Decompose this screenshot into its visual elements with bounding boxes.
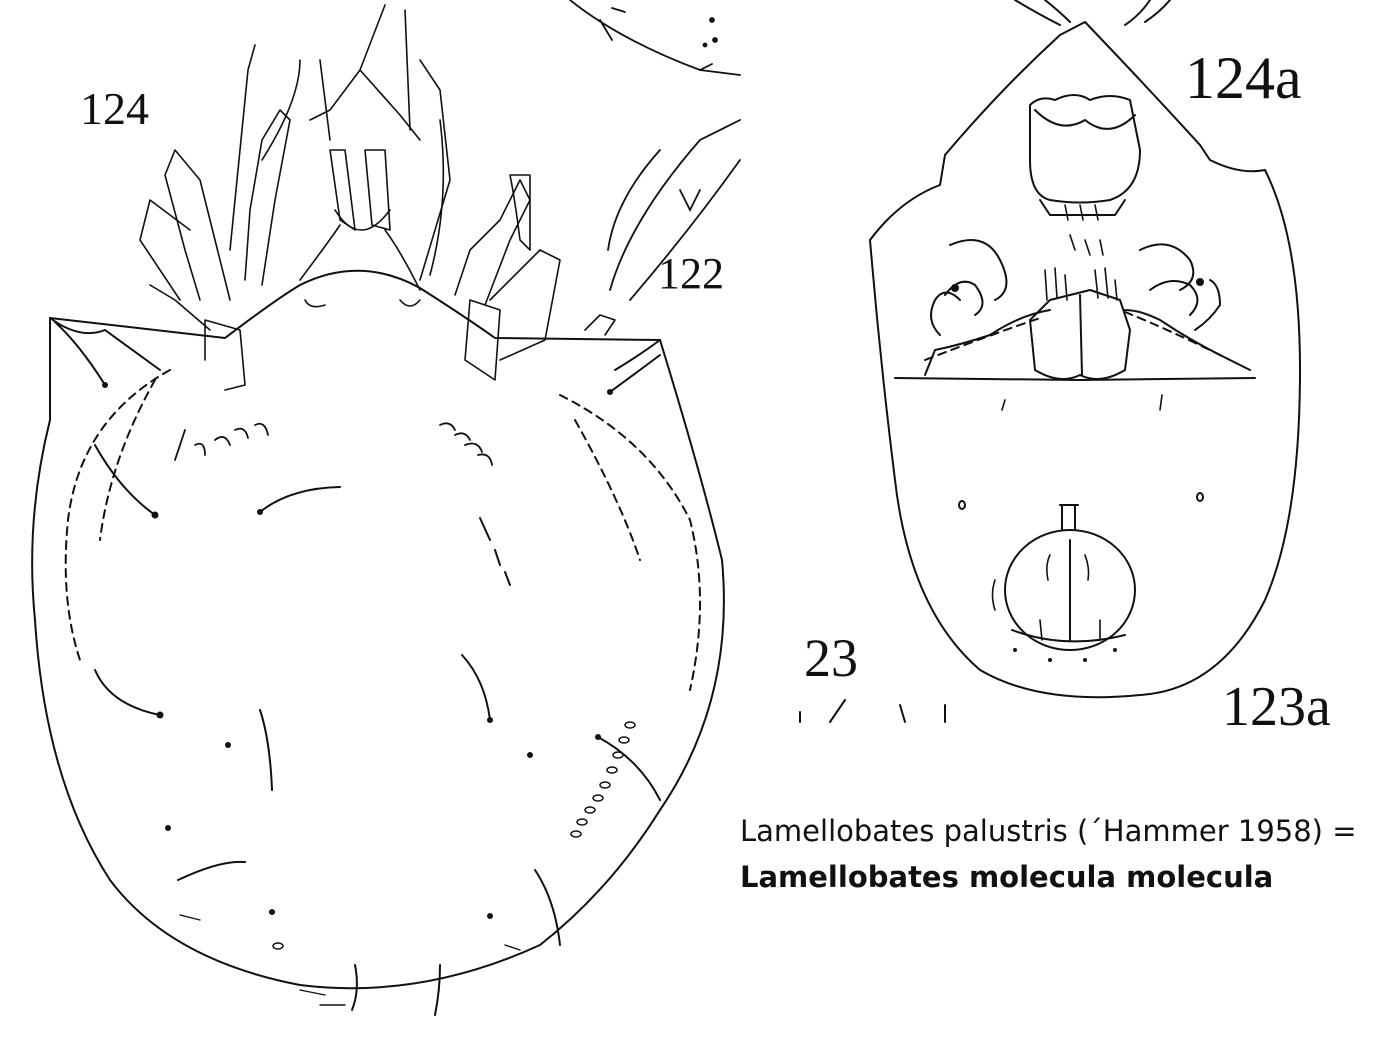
fragment-23-drawing — [799, 699, 946, 723]
right-porose-area — [439, 422, 493, 466]
genital-plate — [1029, 289, 1131, 380]
ventral-view-drawing — [799, 0, 1301, 723]
figure-label-23: 23 — [804, 628, 858, 688]
porose-chain — [272, 721, 636, 950]
right-dashed-contour — [559, 394, 701, 691]
ventral-dots — [1013, 648, 1117, 662]
figure-label-122: 122 — [658, 249, 724, 298]
ventral-dashed-line — [924, 317, 1041, 361]
left-dashed-contour-inner — [99, 379, 156, 541]
right-pteromorph-edge — [614, 339, 661, 371]
left-dashed-contour — [64, 369, 171, 661]
dorsal-view-drawing — [31, 4, 725, 1016]
gnathosoma — [299, 4, 421, 308]
mentum — [1029, 94, 1141, 204]
left-legs — [139, 44, 301, 391]
posterior-fringe — [179, 914, 521, 1006]
caption-valid-name-line: Lamellobates molecula molecula — [740, 860, 1274, 894]
species-caption: Lamellobates palustris (´Hammer 1958) = … — [740, 808, 1390, 900]
figure-label-124a: 124a — [1185, 45, 1302, 111]
ventral-plate-outline — [894, 377, 1256, 381]
anal-opening — [1004, 529, 1136, 651]
ventral-body-outline — [869, 21, 1301, 699]
right-legs — [419, 59, 616, 381]
figure-label-123a: 123a — [1222, 676, 1331, 738]
left-porose-area — [174, 422, 269, 461]
caption-synonym-line: Lamellobates palustris (´Hammer 1958) = — [740, 814, 1357, 848]
fragment-122-drawing — [569, 0, 741, 301]
anal-plate — [1061, 504, 1076, 531]
notogastral-setae — [54, 321, 661, 1016]
right-dashed-contour-inner — [574, 419, 641, 561]
ventral-setae — [1001, 204, 1163, 411]
anal-setae — [991, 554, 1101, 641]
left-pteromorph-edge — [49, 317, 161, 371]
figure-label-124: 124 — [80, 83, 149, 134]
dorsal-body-outline — [31, 269, 725, 990]
setal-insertion-dots — [102, 382, 613, 919]
